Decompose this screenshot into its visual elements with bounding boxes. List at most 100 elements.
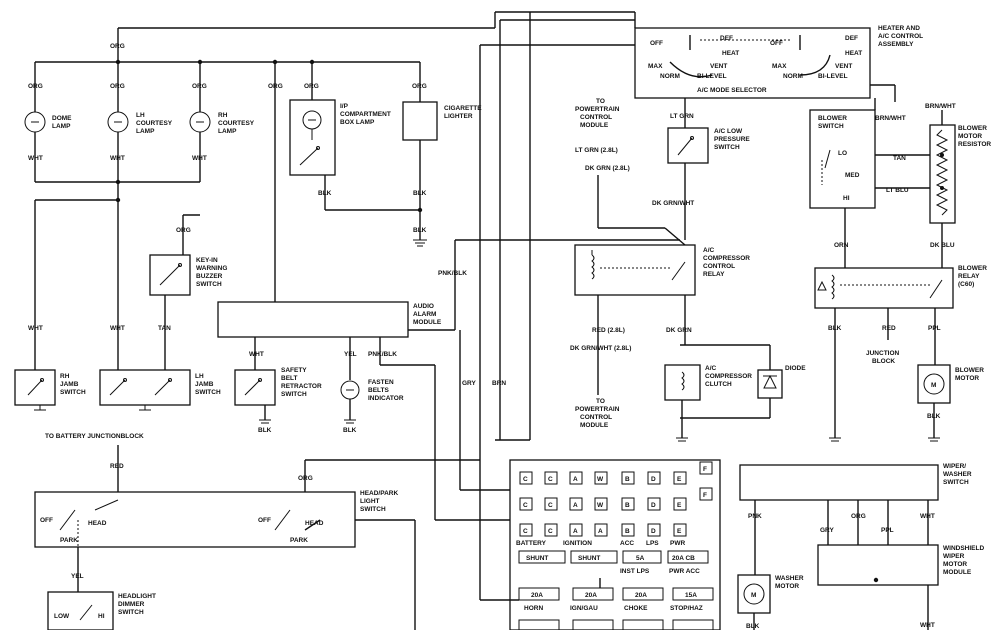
windshield-label-3: MOTOR: [943, 561, 967, 568]
rh-courtesy-label-3: LAMP: [218, 128, 237, 135]
headpark-label-1: HEAD/PARK: [360, 490, 398, 497]
low-label: LOW: [54, 613, 70, 620]
to-pcm-1c: CONTROL: [580, 114, 612, 121]
wiper-washer-switch: WIPER/ WASHER SWITCH PNK GRY ORG PPL WHT: [739, 463, 972, 575]
safety-label-4: SWITCH: [281, 391, 307, 398]
fuse-cell: C: [548, 502, 553, 509]
rh-jamb-label-2: JAMB: [60, 381, 79, 388]
wht-courtesy-bus: WHT WHT: [28, 179, 200, 370]
ip-org-label: ORG: [304, 83, 319, 90]
cig-label-2: LIGHTER: [444, 113, 473, 120]
fuse-choke: 20A: [635, 592, 647, 599]
rh-courtesy-label-1: RH: [218, 112, 228, 119]
ign-gau-label: IGN/GAU: [570, 605, 598, 612]
fasten-belts-indicator: YEL PNK/BLK FASTEN BELTS INDICATOR BLK: [340, 337, 404, 434]
max-a-label: MAX: [648, 63, 663, 70]
blk-washer-label: BLK: [746, 623, 760, 630]
audio-label-2: ALARM: [413, 311, 436, 318]
safety-belt-switch: WHT SAFETY BELT RETRACTOR SWITCH BLK: [234, 337, 322, 434]
washer-label-2: MOTOR: [775, 583, 799, 590]
fuse-row-3: C C A A B D E: [519, 523, 687, 537]
to-pcm-2a: TO: [596, 398, 605, 405]
heat-b-label: HEAT: [845, 50, 862, 57]
to-pcm-2b: POWERTRAIN: [575, 406, 620, 413]
gry-wiper-label: GRY: [820, 527, 835, 534]
hi-label: HI: [98, 613, 105, 620]
horn-label: HORN: [524, 605, 543, 612]
cig-org-label: ORG: [412, 83, 427, 90]
org-audio-feed: ORG: [268, 62, 283, 302]
blower-motor-m: M: [931, 382, 936, 389]
fasten-blk-label: BLK: [343, 427, 357, 434]
fuse-cell: B: [625, 528, 630, 535]
washer-motor-m: M: [751, 592, 756, 599]
lh-jamb-wht-label: WHT: [110, 325, 125, 332]
dome-lamp-label-1: DOME: [52, 115, 72, 122]
fuse-cell: B: [625, 502, 630, 509]
park-label-1: PARK: [60, 537, 78, 544]
battery-label: BATTERY: [516, 540, 547, 547]
keyin-label-4: SWITCH: [196, 281, 222, 288]
fuse-cell: W: [597, 476, 604, 483]
fuse-cell: A: [573, 528, 578, 535]
dk-grn-wht-28-label: DK GRN/WHT (2.8L): [570, 345, 631, 352]
rh-jamb-switch: RH JAMB SWITCH: [14, 369, 86, 411]
fuse-cell: E: [677, 476, 682, 483]
head-park-light-switch: TO BATTERY JUNCTIONBLOCK RED ORG OFF HEA…: [34, 433, 480, 630]
fuse-stop: 15A: [685, 592, 697, 599]
belt-yel-label: YEL: [344, 351, 357, 358]
pnkblk-mid-label: PNK/BLK: [438, 270, 467, 277]
blower-motor-label-1: BLOWER: [955, 367, 984, 374]
fuse-cell: C: [523, 502, 528, 509]
gry-label: GRY: [462, 380, 477, 387]
batt-red-label: RED: [110, 463, 124, 470]
dk-blu-label: DK BLU: [930, 242, 955, 249]
dk-grn-wht-label: DK GRN/WHT: [652, 200, 694, 207]
keyin-label-2: WARNING: [196, 265, 227, 272]
rh-jamb-wht-label: WHT: [28, 325, 43, 332]
rh-jamb-label-3: SWITCH: [60, 389, 86, 396]
inst-lps-label: INST LPS: [620, 568, 650, 575]
fuse-cell: E: [677, 502, 682, 509]
tan-blower-label: TAN: [893, 155, 906, 162]
shunt-1-label: SHUNT: [526, 555, 548, 562]
wht-wiper-label: WHT: [920, 513, 935, 520]
fuse-row-2: C C A W B D E: [519, 497, 687, 511]
to-pcm-2c: CONTROL: [580, 414, 612, 421]
fuse-cell: A: [598, 528, 603, 535]
blower-sw-label-2: SWITCH: [818, 123, 844, 130]
clutch-label-2: COMPRESSOR: [705, 373, 752, 380]
keyin-label-3: BUZZER: [196, 273, 223, 280]
lt-grn-label: LT GRN: [670, 113, 694, 120]
heater-label-1: HEATER AND: [878, 25, 920, 32]
off-label-2: OFF: [258, 517, 271, 524]
wht-bottom-label: WHT: [920, 622, 935, 629]
fuse-horn: 20A: [531, 592, 543, 599]
brn-wht-label-2: BRN/WHT: [925, 103, 956, 110]
pcm-top-connection: TO POWERTRAIN CONTROL MODULE LT GRN (2.8…: [575, 98, 686, 246]
org-wiper-label: ORG: [851, 513, 866, 520]
washer-label-1: WASHER: [775, 575, 804, 582]
ac-low-label-1: A/C LOW: [714, 128, 743, 135]
lps-label: LPS: [646, 540, 659, 547]
fasten-label-2: BELTS: [368, 387, 389, 394]
dome-wht-label: WHT: [28, 155, 43, 162]
heater-ac-control: OFF DEF HEAT VENT MAX NORM BI-LEVEL OFF …: [634, 25, 923, 99]
lo-label: LO: [838, 150, 847, 157]
ac-relay-label-3: CONTROL: [703, 263, 735, 270]
vent-b-label: VENT: [835, 63, 852, 70]
ac-low-label-3: SWITCH: [714, 144, 740, 151]
ac-mode-label: A/C MODE SELECTOR: [697, 87, 767, 94]
pwr-acc-label: PWR ACC: [669, 568, 700, 575]
lh-wht-label: WHT: [110, 155, 125, 162]
fuse-ign: 20A: [585, 592, 597, 599]
dimmer-label-1: HEADLIGHT: [118, 593, 156, 600]
dome-lamp: ORG DOME LAMP WHT: [24, 62, 72, 182]
junction-label-2: BLOCK: [872, 358, 895, 365]
dome-lamp-label-2: LAMP: [52, 123, 71, 130]
resistor-label-1: BLOWER: [958, 125, 987, 132]
max-b-label: MAX: [772, 63, 787, 70]
fuse-cell: B: [625, 476, 630, 483]
lh-courtesy-label-2: COURTESY: [136, 120, 173, 127]
audio-alarm-module: AUDIO ALARM MODULE: [217, 301, 455, 338]
